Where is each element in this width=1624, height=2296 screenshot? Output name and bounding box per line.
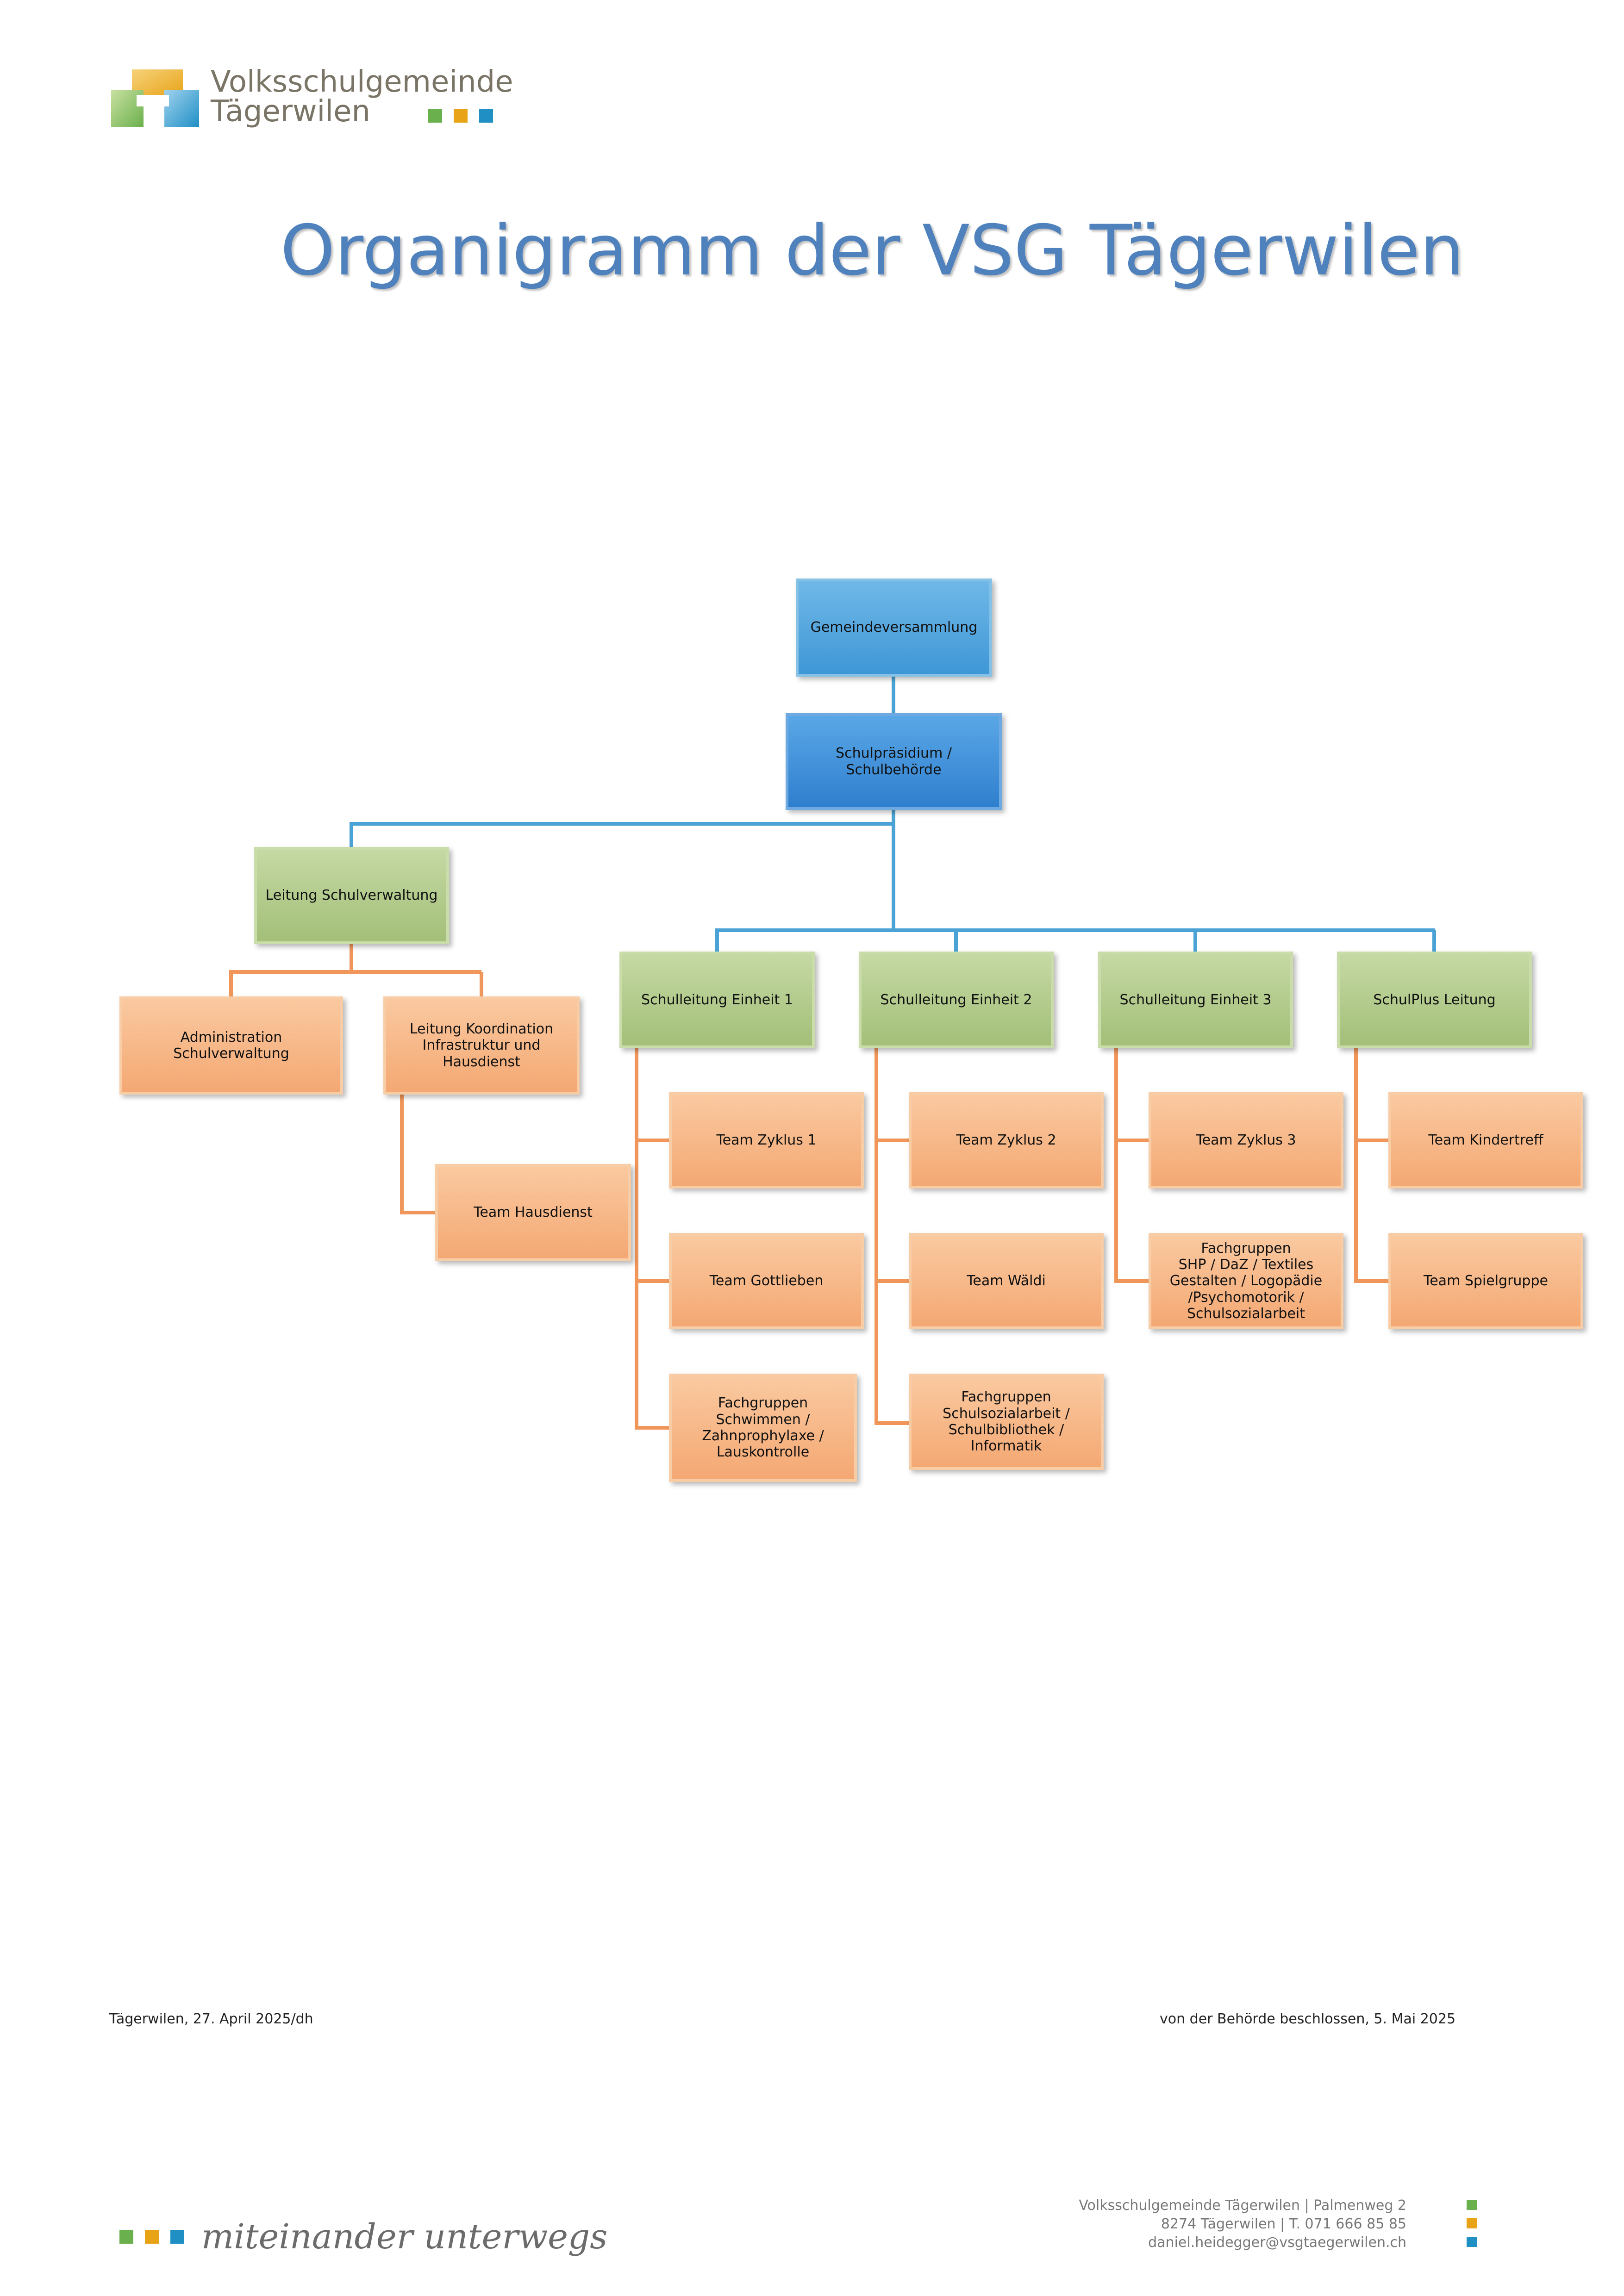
address-square-blue: [1467, 2237, 1477, 2247]
box-schulplus-leitung: SchulPlus Leitung: [1337, 952, 1532, 1048]
box-schulleitung-einheit-3: Schulleitung Einheit 3: [1098, 952, 1293, 1048]
box-gemeindeversammlung: Gemeindeversammlung: [796, 579, 992, 677]
logo-square-blue: [479, 109, 493, 123]
box-leitung-koordination: Leitung Koordination Infrastruktur und H…: [383, 996, 580, 1095]
box-team-spielgruppe: Team Spielgruppe: [1388, 1233, 1583, 1329]
logo-square-green: [428, 109, 442, 123]
box-fachgruppen-1: Fachgruppen Schwimmen / Zahnprophylaxe /…: [669, 1374, 857, 1482]
box-team-waeldi: Team Wäldi: [909, 1233, 1104, 1329]
box-schulleitung-einheit-1: Schulleitung Einheit 1: [619, 952, 815, 1048]
footer-date-left: Tägerwilen, 27. April 2025/dh: [109, 2011, 313, 2027]
slogan-square-orange: [145, 2230, 159, 2244]
logo-square-orange: [454, 109, 468, 123]
box-team-zyklus-3: Team Zyklus 3: [1149, 1092, 1343, 1188]
box-leitung-schulverwaltung: Leitung Schulverwaltung: [254, 847, 449, 944]
logo-line2: Tägerwilen: [211, 94, 370, 129]
box-team-zyklus-1: Team Zyklus 1: [669, 1092, 864, 1188]
orange-connectors: [229, 944, 1388, 1430]
box-schulpraesidium: Schulpräsidium / Schulbehörde: [786, 713, 1002, 810]
logo: Volksschulgemeinde Tägerwilen: [111, 65, 518, 134]
address-line3: daniel.heidegger@vsgtaegerwilen.ch: [1148, 2234, 1406, 2251]
box-fachgruppen-2: Fachgruppen Schulsozialarbeit / Schulbib…: [909, 1374, 1104, 1470]
box-team-hausdienst: Team Hausdienst: [435, 1164, 631, 1261]
logo-mark-icon: [111, 69, 199, 127]
box-fachgruppen-3: Fachgruppen SHP / DaZ / Textiles Gestalt…: [1149, 1233, 1343, 1329]
box-team-kindertreff: Team Kindertreff: [1388, 1092, 1583, 1188]
logo-line1: Volksschulgemeinde: [211, 65, 513, 99]
address-square-orange: [1467, 2218, 1477, 2228]
slogan-square-blue: [170, 2230, 184, 2244]
box-team-zyklus-2: Team Zyklus 2: [909, 1092, 1104, 1188]
slogan-square-green: [119, 2230, 133, 2244]
box-schulleitung-einheit-2: Schulleitung Einheit 2: [859, 952, 1054, 1048]
box-team-gottlieben: Team Gottlieben: [669, 1233, 864, 1329]
footer-date-right: von der Behörde beschlossen, 5. Mai 2025: [1160, 2011, 1456, 2027]
slogan: miteinander unterwegs: [201, 2217, 608, 2257]
address-line1: Volksschulgemeinde Tägerwilen | Palmenwe…: [1079, 2197, 1406, 2214]
address-line2: 8274 Tägerwilen | T. 071 666 85 85: [1161, 2216, 1406, 2232]
address-square-green: [1467, 2200, 1477, 2210]
blue-connectors: [350, 677, 1436, 952]
box-administration: Administration Schulverwaltung: [119, 996, 343, 1095]
page-title: Organigramm der VSG Tägerwilen: [280, 211, 1464, 291]
